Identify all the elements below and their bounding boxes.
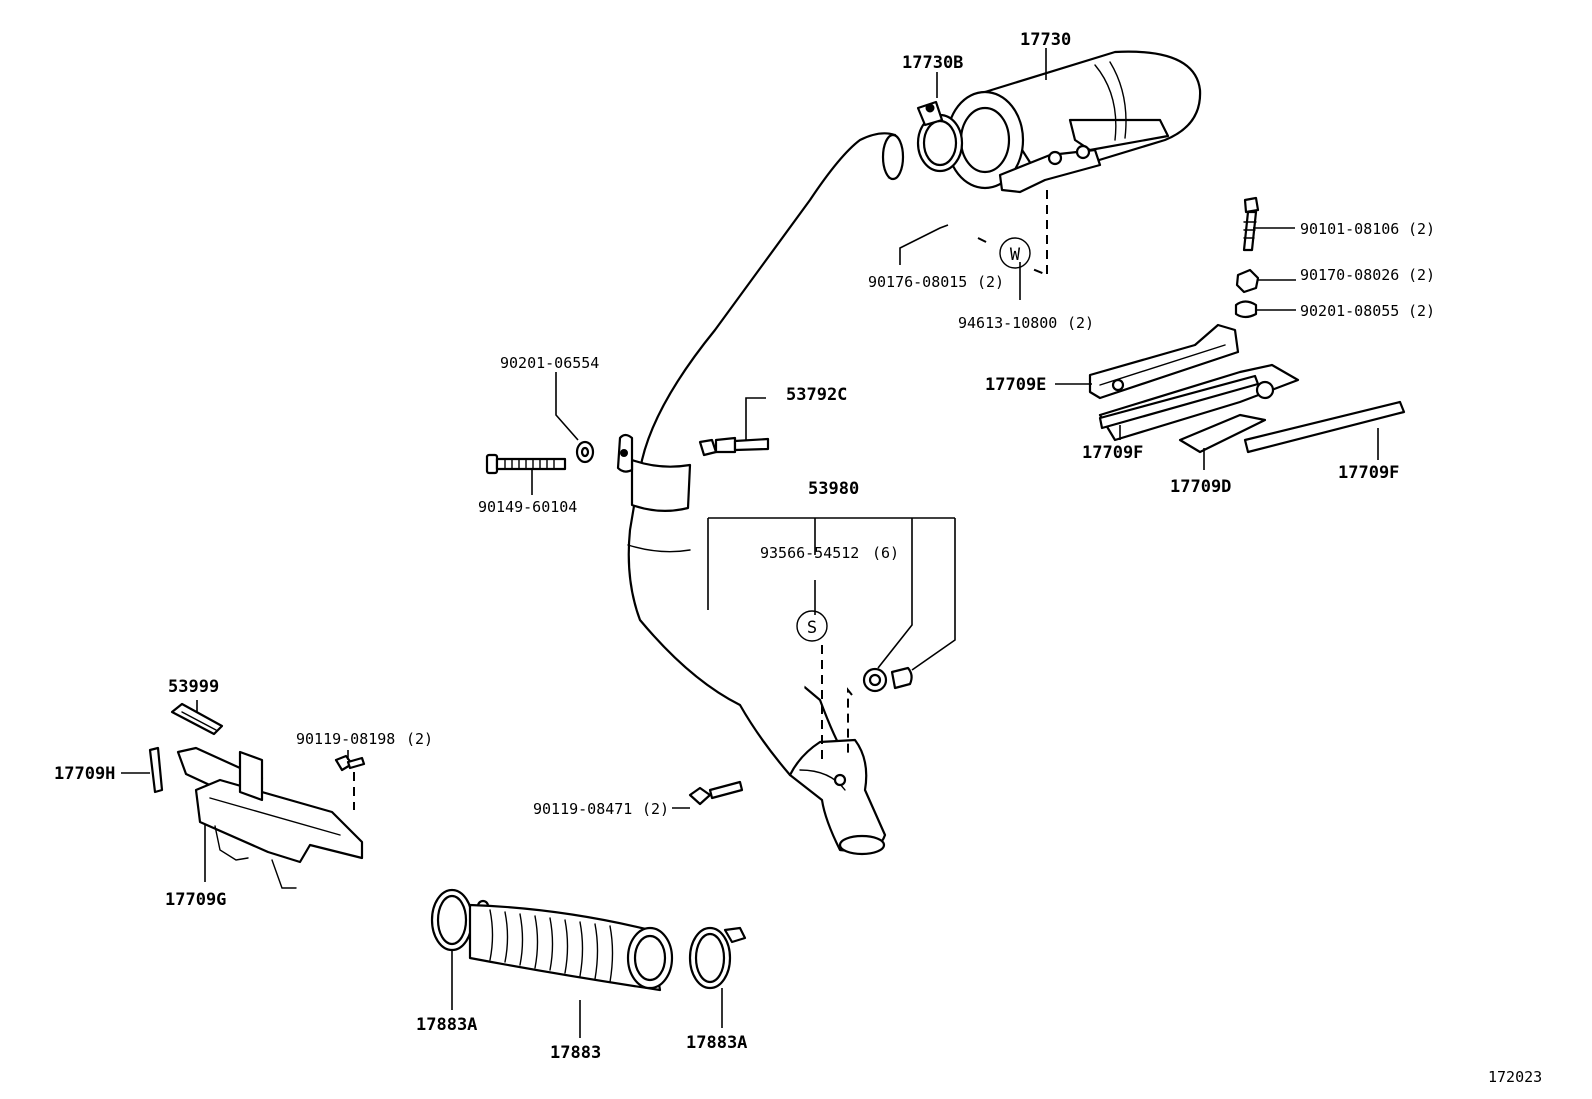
label-90201-06554: 90201-06554: [500, 354, 599, 372]
label-53980: 53980: [808, 479, 859, 499]
label-53999: 53999: [168, 677, 219, 697]
label-90149-60104: 90149-60104: [478, 498, 577, 516]
qty-90201-08055: (2): [1408, 302, 1435, 320]
qty-90119-08198: (2): [406, 730, 433, 748]
qty-94613-10800: (2): [1067, 314, 1094, 332]
bolt-90149-60104: [485, 453, 567, 475]
w-symbol: W: [1010, 245, 1021, 265]
clamp-17883A-right: [688, 926, 747, 990]
label-90176-08015: 90176-08015: [868, 273, 967, 291]
label-17883A-right: 17883A: [686, 1033, 747, 1053]
qty-90170-08026: (2): [1408, 266, 1435, 284]
strip-17709F-b: [1243, 400, 1406, 454]
qty-90101-08106: (2): [1408, 220, 1435, 238]
pad-53999: [170, 702, 224, 736]
clamp-17883A-left: [430, 888, 490, 952]
label-90119-08471: 90119-08471: [533, 800, 632, 818]
washer-90201-08055: [1234, 300, 1258, 319]
bracket-17709E: [1088, 323, 1240, 400]
label-90170-08026: 90170-08026: [1300, 266, 1399, 284]
nut-90170-08026: [1235, 268, 1260, 294]
bolt-90101-08106: [1242, 196, 1260, 252]
label-90119-08198: 90119-08198: [296, 730, 395, 748]
qty-90119-08471: (2): [642, 800, 669, 818]
label-17730B: 17730B: [902, 53, 963, 73]
s-symbol: S: [807, 618, 817, 638]
label-17730: 17730: [1020, 30, 1071, 50]
label-17709E: 17709E: [985, 375, 1046, 395]
qty-93566-54512: (6): [872, 544, 899, 562]
label-17883A-left: 17883A: [416, 1015, 477, 1035]
label-17709G: 17709G: [165, 890, 226, 910]
label-94613-10800: 94613-10800: [958, 314, 1057, 332]
grommet-pair: [862, 666, 913, 693]
label-53792C: 53792C: [786, 385, 847, 405]
label-90101-08106: 90101-08106: [1300, 220, 1399, 238]
bolt-53792C: [698, 436, 770, 457]
label-17709D: 17709D: [1170, 477, 1231, 497]
label-17709F-a: 17709F: [1082, 443, 1143, 463]
qty-90176-08015: (2): [977, 273, 1004, 291]
hose-clamp-17730B: [916, 100, 964, 173]
label-17709F-b: 17709F: [1338, 463, 1399, 483]
pad-17709H: [148, 746, 164, 794]
label-17883: 17883: [550, 1043, 601, 1063]
hose-elbow: [788, 738, 887, 856]
label-90201-08055: 90201-08055: [1300, 302, 1399, 320]
silencer-17730: [945, 50, 1202, 194]
bracket-17709G: [176, 746, 364, 889]
intake-hose: [616, 132, 905, 777]
bolt-90119-08198: [334, 754, 366, 772]
label-93566-54512: 93566-54512: [760, 544, 859, 562]
strip-17709F-a: [1098, 374, 1260, 430]
bolt-90119-08471: [688, 780, 744, 806]
diagram-id: 172023: [1488, 1068, 1542, 1086]
label-17709H: 17709H: [54, 764, 115, 784]
hose-17883: [468, 903, 674, 992]
washer-90201-06554: [575, 440, 595, 464]
